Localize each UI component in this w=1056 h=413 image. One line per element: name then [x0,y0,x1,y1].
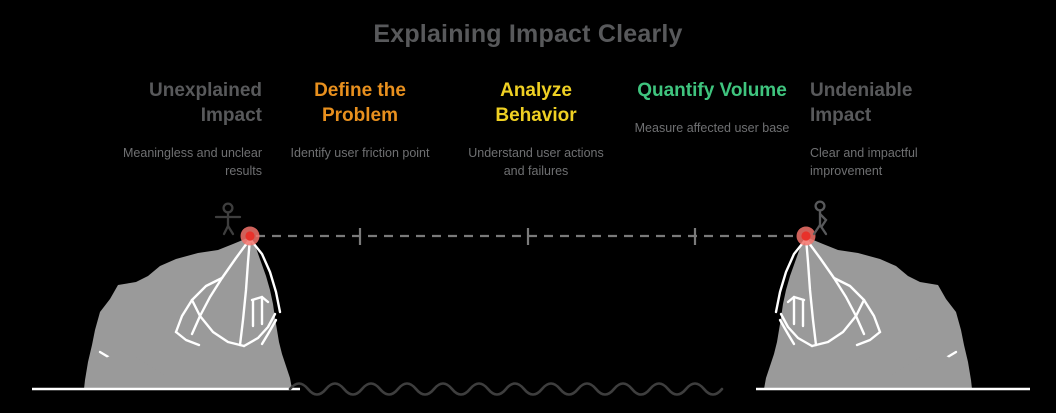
column-undeniable-impact: Undeniable Impact Clear and impactful im… [800,78,976,181]
climber-right-arm [818,212,828,228]
column-description: Measure affected user base [634,121,790,136]
right-mountain-foot [872,352,972,389]
column-title: Unexplained Impact [149,80,262,127]
climber-left-head [222,202,234,214]
stage-columns: Unexplained Impact Meaningless and uncle… [96,78,976,181]
left-mountain [84,236,292,390]
red-dot-icon [801,231,811,241]
column-description: Understand user actions and failures [468,146,604,178]
climber-left-legs [222,224,235,236]
climber-right-legs [812,223,828,236]
progress-ticks [358,228,697,245]
climber-right-figure [812,200,828,236]
start-marker[interactable] [240,226,260,246]
water-wave [288,382,724,396]
column-analyze-behavior: Analyze Behavior Understand user actions… [448,78,624,181]
column-description: Identify user friction point [290,146,430,161]
column-unexplained-impact: Unexplained Impact Meaningless and uncle… [96,78,272,181]
column-title: Analyze Behavior [495,80,577,127]
progress-path [256,228,800,245]
column-title: Undeniable Impact [810,80,913,127]
end-marker[interactable] [796,226,816,246]
column-description: Clear and impactful improvement [810,146,918,178]
right-mountain-body [764,237,972,389]
climber-left-figure [214,202,242,236]
left-mountain-foot [84,352,184,389]
column-title: Define the Problem [314,80,406,127]
column-quantify-volume: Quantify Volume Measure affected user ba… [624,78,800,138]
column-define-the-problem: Define the Problem Identify user frictio… [272,78,448,163]
column-description: Meaningless and unclear results [123,146,262,178]
red-dot-icon [245,231,255,241]
left-mountain-body [84,237,292,389]
column-title: Quantify Volume [637,80,787,101]
right-mountain [764,236,972,390]
page-title: Explaining Impact Clearly [373,20,683,48]
climber-right-head [814,200,826,212]
